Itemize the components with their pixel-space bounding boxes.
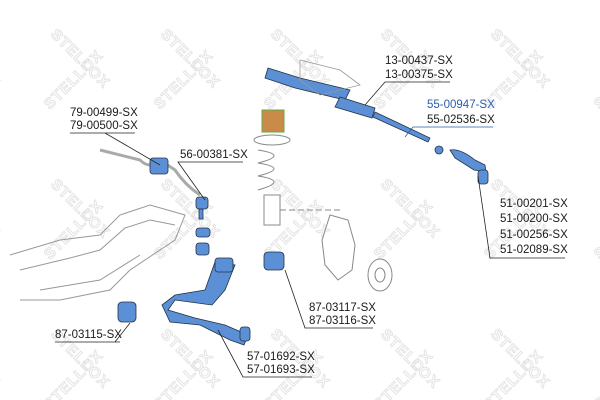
watermark-text: STELLOX [591, 47, 600, 113]
steering-rack-part [264, 59, 376, 119]
callout-tie-rod-2: 55-02536-SX [427, 114, 495, 126]
watermark-text: STELLOX [0, 26, 3, 92]
watermark-text: STELLOX [0, 326, 3, 392]
callout-control-arm-1: 57-01692-SX [247, 351, 315, 363]
tie-rod-part [372, 111, 444, 155]
callout-tie-rod-end-3: 51-00256-SX [500, 229, 568, 241]
watermark-text: STELLOX [0, 176, 3, 242]
callout-tie-rod-end-4: 51-02089-SX [500, 244, 568, 256]
callout-stabilizer-bush-2: 79-00500-SX [70, 120, 138, 132]
rear-bush-part [263, 251, 285, 271]
callout-stabilizer-link: 56-00381-SX [180, 149, 248, 161]
callout-steering-rack-1: 13-00437-SX [385, 55, 453, 67]
callout-steering-rack-2: 13-00375-SX [385, 69, 453, 81]
front-bush-part [117, 301, 137, 323]
stabilizer-link-part [195, 196, 211, 256]
callout-rear-arm-bush-1: 87-03117-SX [309, 302, 376, 314]
control-arm-part [161, 257, 251, 346]
tie-rod-end-part [449, 149, 489, 185]
steering-knuckle [321, 214, 393, 292]
callout-tie-rod-end-1: 51-00201-SX [500, 198, 568, 210]
subframe [9, 204, 186, 301]
watermark-text: STELLOX [591, 197, 600, 263]
callout-control-arm-2: 57-01693-SX [247, 364, 315, 376]
leader-lines [55, 81, 565, 378]
strut-assembly [253, 109, 340, 226]
callout-tie-rod-1: 55-00947-SX [427, 99, 495, 111]
callout-stabilizer-bush-1: 79-00499-SX [70, 107, 138, 119]
callout-front-arm-bush: 87-03115-SX [55, 329, 122, 341]
callout-rear-arm-bush-2: 87-03116-SX [309, 315, 376, 327]
watermark-text: STELLOX [591, 347, 600, 400]
callout-tie-rod-end-2: 51-00200-SX [500, 213, 568, 225]
